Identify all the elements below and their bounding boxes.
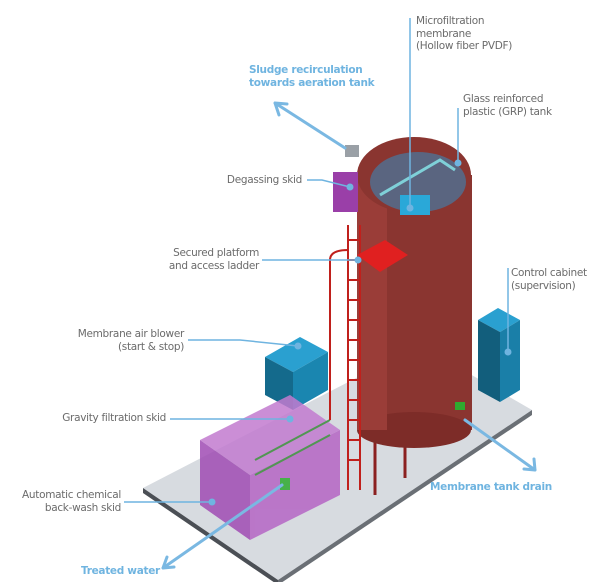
label-treated-water: Treated water xyxy=(81,565,160,577)
control-cabinet xyxy=(478,308,520,402)
label-line: Sludge recirculation xyxy=(249,64,363,76)
label-line: Automatic chemical xyxy=(22,489,121,501)
label-sludge-recirculation: Sludge recirculation towards aeration ta… xyxy=(249,64,375,89)
ladder-platform xyxy=(329,225,408,490)
label-line: and access ladder xyxy=(168,259,259,272)
drain-arrow xyxy=(463,418,537,472)
label-membrane-tank-drain: Membrane tank drain xyxy=(430,481,552,493)
degassing-skid xyxy=(333,145,359,212)
label-line: membrane xyxy=(416,27,472,40)
label-line: Secured platform xyxy=(173,247,259,259)
label-line: (start & stop) xyxy=(118,340,184,353)
flow-arrows xyxy=(161,101,537,570)
label-line: Glass reinforced xyxy=(463,93,544,105)
label-line: (Hollow fiber PVDF) xyxy=(416,40,513,52)
label-secured-platform: Secured platform and access ladder xyxy=(169,247,259,272)
grp-tank xyxy=(357,137,472,448)
label-control-cabinet: Control cabinet (supervision) xyxy=(511,267,587,292)
label-line: plastic (GRP) tank xyxy=(463,105,552,118)
label-line: towards aeration tank xyxy=(249,76,375,89)
label-degassing-skid: Degassing skid xyxy=(226,174,302,186)
label-chemical-backwash-skid: Automatic chemical back-wash skid xyxy=(22,489,121,514)
label-microfiltration-membrane: Microfiltration membrane (Hollow fiber P… xyxy=(416,15,512,53)
label-line: Control cabinet xyxy=(511,267,587,279)
label-gravity-filtration-skid: Gravity filtration skid xyxy=(62,412,166,424)
label-line: Membrane air blower xyxy=(77,328,185,340)
label-grp-tank: Glass reinforced plastic (GRP) tank xyxy=(463,93,552,118)
treated-water-arrow xyxy=(161,483,284,570)
label-line: back-wash skid xyxy=(44,501,121,514)
label-line: (supervision) xyxy=(511,279,576,292)
label-line: Microfiltration xyxy=(416,15,485,27)
label-membrane-air-blower: Membrane air blower (start & stop) xyxy=(77,328,185,353)
air-blower xyxy=(265,337,328,410)
sludge-arrow xyxy=(273,101,347,150)
